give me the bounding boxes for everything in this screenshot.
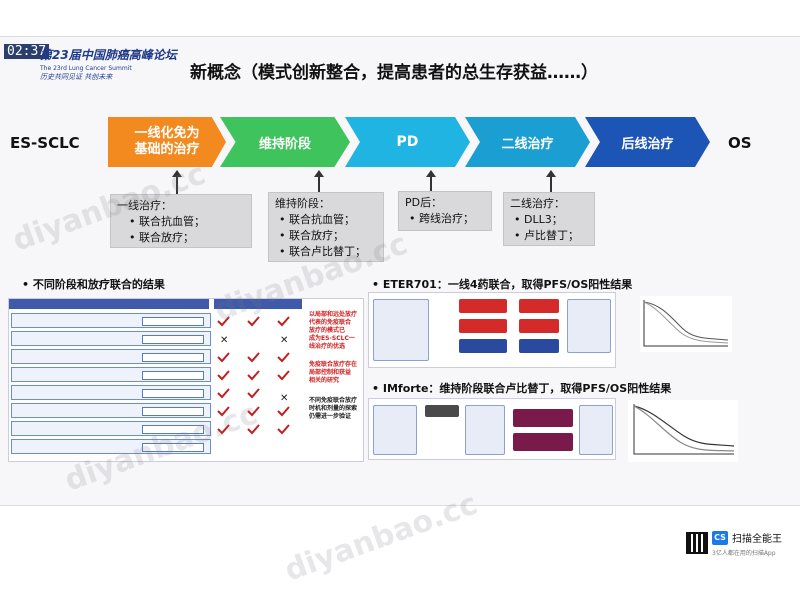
imforte-induction [425,405,459,417]
table-row [11,349,211,364]
eter701-arm-1 [459,299,507,313]
camscanner-logo-icon: CS [712,531,728,545]
box-maintenance-item: 联合放疗； [275,228,377,244]
slide-title: 新概念（模式创新整合，提高患者的总生存获益……） [190,63,598,83]
box-second-line: 二线治疗： DLL3； 卢比替丁； [503,192,595,246]
box-second-line-item: 卢比替丁； [510,228,588,244]
stage-later-line: 后线治疗 [585,117,710,167]
check-icon [217,316,290,435]
section-title-imforte: IMforte：维持阶段联合卢比替丁，取得PFS/OS阳性结果 [372,380,671,396]
box-pd-title: PD后： [405,196,443,209]
table-row [11,331,211,346]
results-table-header [9,299,209,309]
stage-first-line: 一线化免为 基础的治疗 [108,117,226,167]
table-row [11,421,211,436]
eter701-panel [368,292,616,368]
eter701-inclusion-box [373,299,429,361]
table-row [11,313,211,328]
logo-slogan: 历史共同见证 共创未来 [40,73,113,81]
eter701-survival-curve [640,296,732,352]
imforte-arm-2 [513,433,573,451]
x-mark-icon: ✕ ✕ ✕ [220,335,288,404]
red-note-2: 免疫联合放疗存在局部控制和获益相关的研究 [309,361,358,384]
eter701-endpoints [567,299,611,353]
table-row [11,403,211,418]
box-pd-item: 跨线治疗； [405,211,485,227]
box-maintenance: 维持阶段： 联合抗血管； 联合放疗； 联合卢比替丁； [268,192,384,262]
camscanner-name: 扫描全能王 [732,534,782,545]
section-title-eter701: ETER701：一线4药联合，取得PFS/OS阳性结果 [372,276,632,292]
eter701-arm-2 [459,319,507,333]
svg-text:✕: ✕ [280,393,288,404]
table-row [11,439,211,454]
red-note-1: 以局部和远处放疗代表的免疫联合放疗的模式已成为ES-SCLC一线治疗的优选 [309,311,358,350]
summit-logo: 第23届中国肺癌高峰论坛 The 23rd Lung Cancer Summit… [40,46,180,86]
imforte-maintenance-box [465,405,505,455]
connector-pd [426,170,436,191]
box-pd: PD后： 跨线治疗； [398,191,492,231]
table-row [11,367,211,382]
box-first-line: 一线治疗： 联合抗血管； 联合放疗； [110,194,252,248]
svg-text:✕: ✕ [220,335,228,346]
flow-end-label: OS [728,134,752,152]
checkmark-column-chart: ✕ ✕ ✕ [217,316,290,435]
imforte-inclusion-box [373,405,417,455]
radiotherapy-results-panel: ✕ ✕ ✕ 以局部和远处放疗代表的免疫联合放疗的模式已成为ES-SCLC一线治疗的优… [8,298,364,462]
box-maintenance-title: 维持阶段： [275,197,330,210]
connector-second-line [546,170,556,192]
eter701-arm-6 [519,339,559,353]
eter701-arm-5 [519,319,559,333]
eter701-arm-4 [519,299,559,313]
results-table-header-cols [214,299,302,309]
stage-maintenance: 维持阶段 [220,117,350,167]
qr-code-icon [686,532,708,554]
imforte-endpoints [579,405,613,455]
box-maintenance-item: 联合抗血管； [275,212,377,228]
svg-text:✕: ✕ [280,335,288,346]
timer: 02:37 [4,44,50,59]
logo-main: 第23届中国肺癌高峰论坛 [40,48,177,62]
flow-start-label: ES-SCLC [10,134,80,152]
box-first-line-item: 联合放疗； [117,230,245,246]
box-maintenance-item: 联合卢比替丁； [275,244,377,260]
imforte-arm-1 [513,409,573,427]
box-second-line-title: 二线治疗： [510,197,565,210]
stage-second-line: 二线治疗 [465,117,590,167]
stage-pd: PD [345,117,470,167]
table-row [11,385,211,400]
box-second-line-item: DLL3； [510,212,588,228]
logo-sub: The 23rd Lung Cancer Summit [40,65,132,72]
section-title-radiotherapy: 不同阶段和放疗联合的结果 [22,276,165,292]
eter701-arm-3 [459,339,507,353]
box-first-line-title: 一线治疗： [117,199,172,212]
camscanner-slogan: 3亿人都在用的扫描App [712,550,776,557]
connector-first-line [172,170,182,194]
imforte-survival-curve [628,400,738,462]
box-first-line-item: 联合抗血管； [117,214,245,230]
connector-maintenance [314,170,324,192]
imforte-panel [368,398,616,460]
red-note-3: 不同免疫联合放疗时机和剂量的探索仍需进一步验证 [309,397,358,420]
